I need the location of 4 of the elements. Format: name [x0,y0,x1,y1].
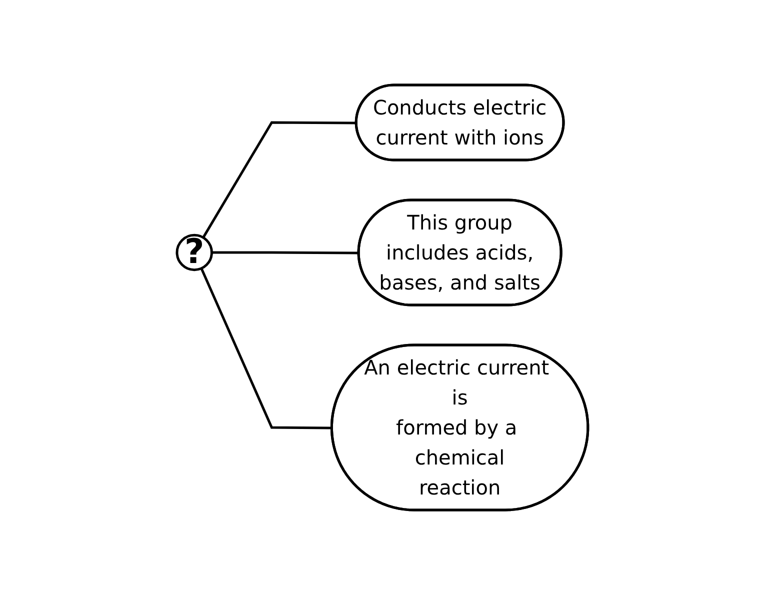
connector [202,121,357,238]
node-circle: ? [176,234,214,272]
connector [212,251,360,254]
connector [200,268,332,430]
